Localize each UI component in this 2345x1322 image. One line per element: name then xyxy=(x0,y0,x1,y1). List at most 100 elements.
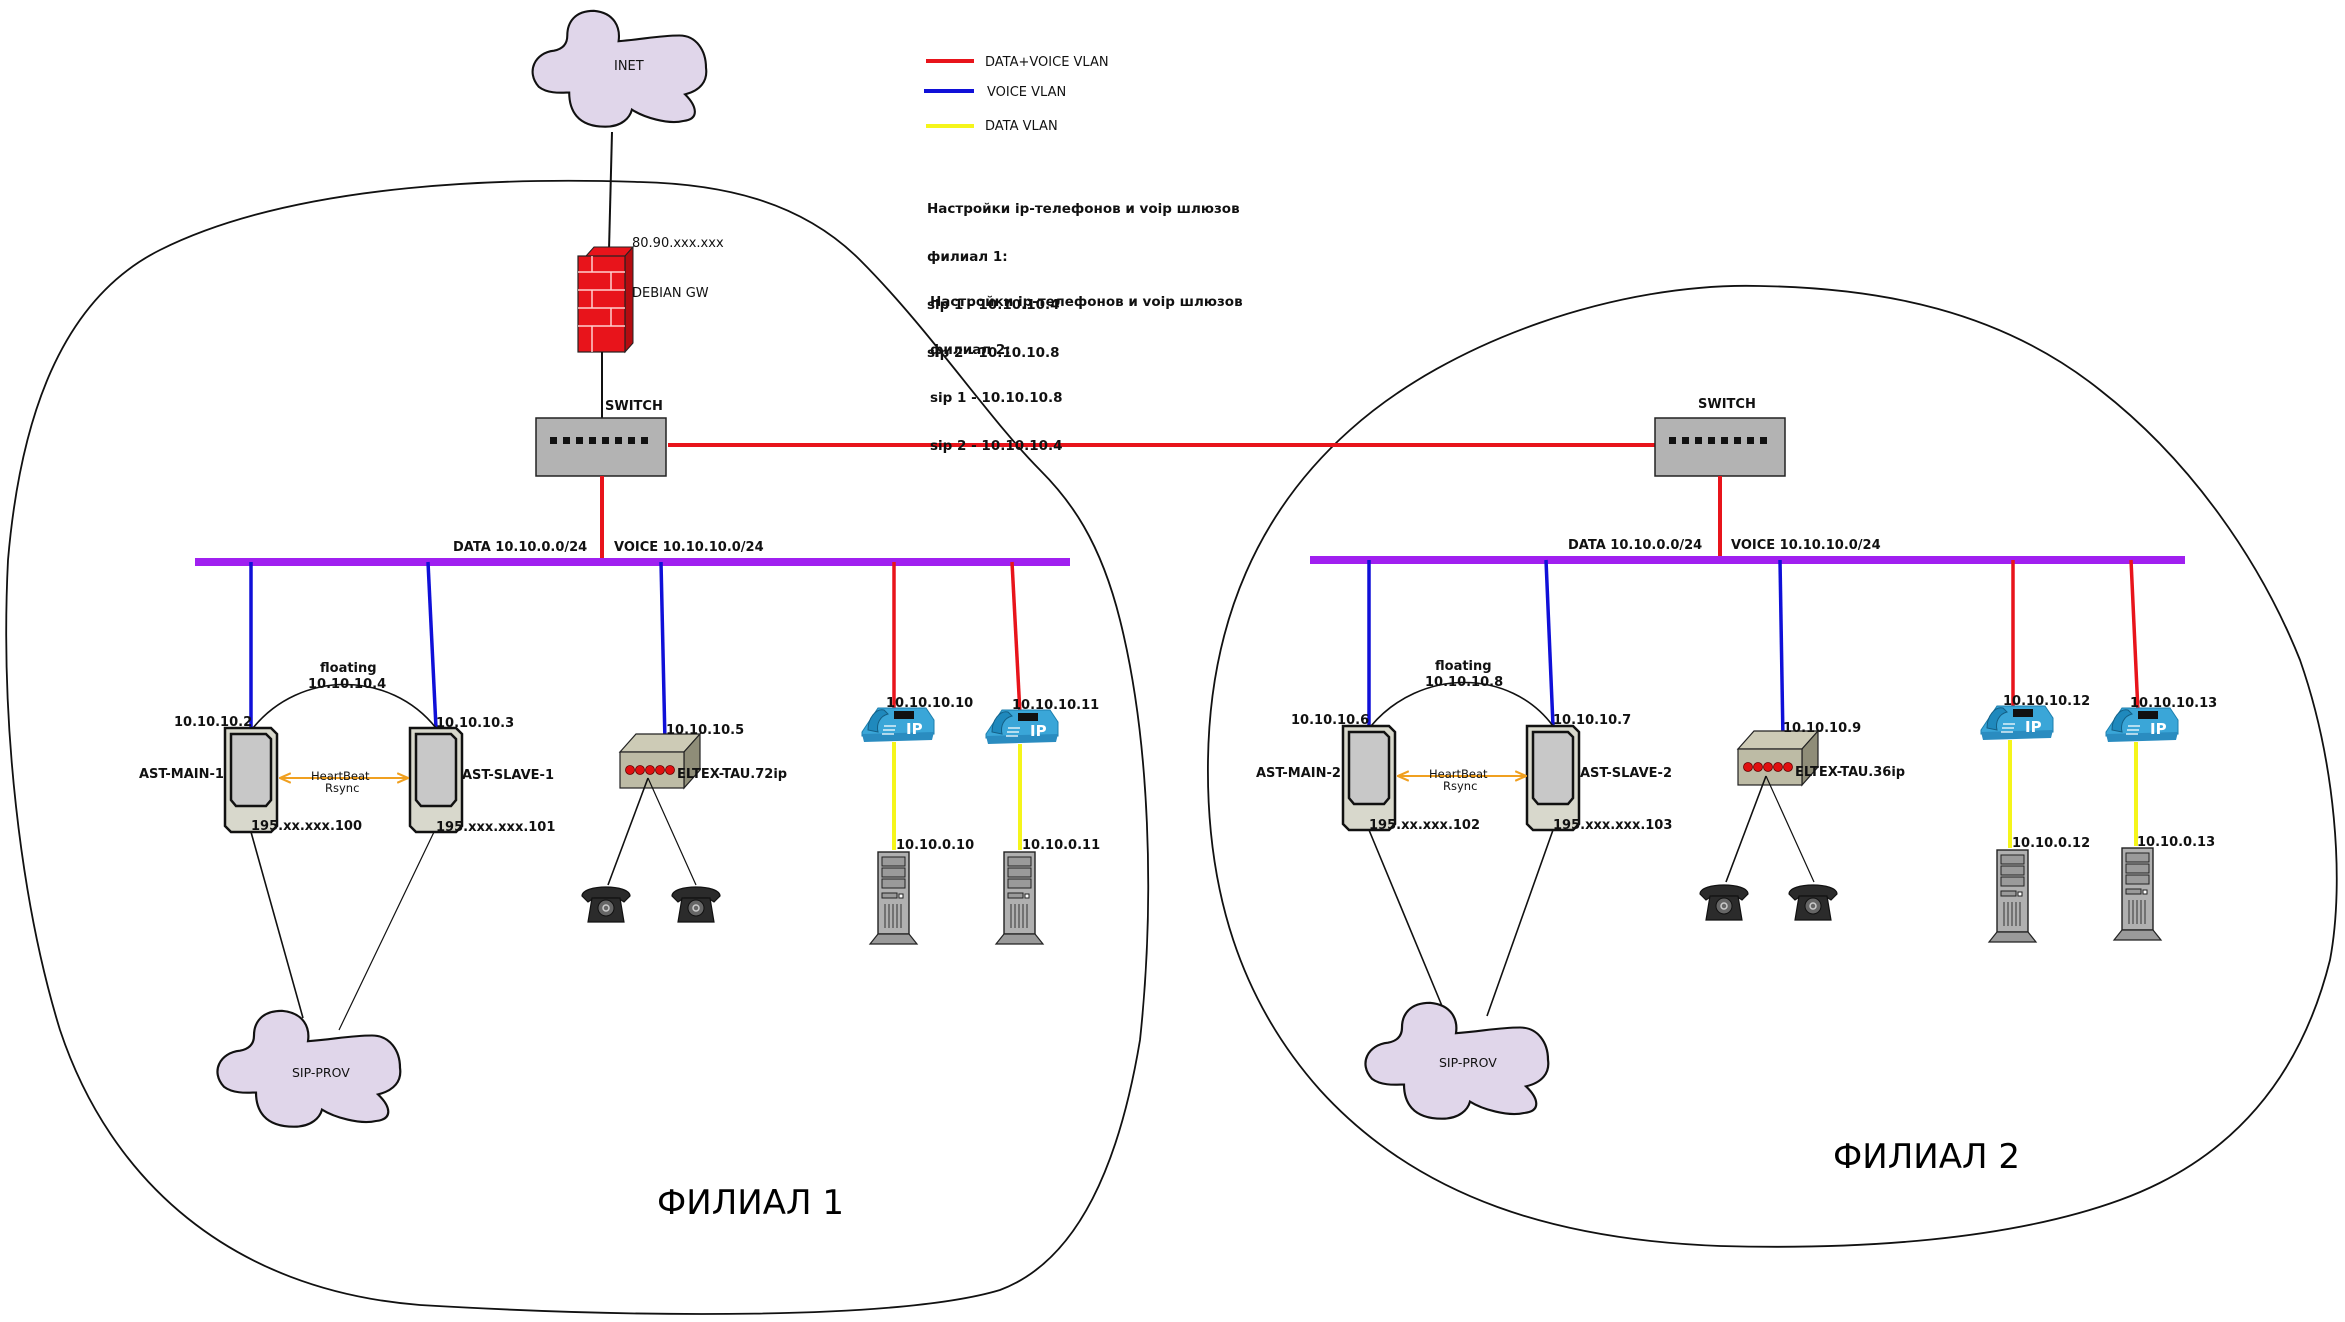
branch-2-switch-label: SWITCH xyxy=(1698,397,1756,412)
branch-2-phone2-drop xyxy=(2129,559,2140,713)
branch-1-main-sip-link xyxy=(250,831,304,1019)
branch-2-slave-drop xyxy=(1544,559,1555,727)
branch-1-slave-ext-ip: 195.xxx.xxx.101 xyxy=(436,820,555,835)
branch-1-gateway-ip: 10.10.10.5 xyxy=(666,723,744,738)
branch-2-analog-phone-1-icon xyxy=(1699,884,1749,921)
branch-1-slave-sip-link xyxy=(338,831,435,1031)
gateway-ip: 80.90.xxx.xxx xyxy=(632,236,724,251)
branch-1-voice-subnet: VOICE 10.10.10.0/24 xyxy=(614,540,764,555)
branch-1-pc-2-ip: 10.10.0.11 xyxy=(1022,838,1100,853)
settings-note-2-branch: филиал 2: xyxy=(930,342,1011,358)
branch-2-gateway-ip: 10.10.10.9 xyxy=(1783,721,1861,736)
branch-2-slave-name: AST-SLAVE-2 xyxy=(1580,766,1672,781)
settings-note-1-branch: филиал 1: xyxy=(927,249,1008,265)
inet-uplink xyxy=(608,131,613,251)
branch-2-analog-link-1 xyxy=(1725,775,1767,883)
branch-1-heartbeat-label: HeartBeat xyxy=(311,769,370,783)
branch-2-switch-icon xyxy=(1654,417,1786,477)
branch-1-floating-arc xyxy=(252,683,437,729)
branch-1-pc-1-icon xyxy=(869,851,918,945)
branch-1-main-server-icon xyxy=(223,726,279,834)
branch-2-slave-sip-link xyxy=(1486,829,1554,1017)
settings-note-2-sip1: sip 1 - 10.10.10.8 xyxy=(930,390,1063,406)
legend-label-voice: VOICE VLAN xyxy=(987,85,1066,100)
branch-2-sip-provider-label: SIP-PROV xyxy=(1439,1055,1497,1070)
branch-1-slave-ip: 10.10.10.3 xyxy=(436,716,514,731)
branch-1-ip-phone-1-ip: 10.10.10.10 xyxy=(886,696,973,711)
settings-note-1-sip1: sip 1 - 10.10.10.4 xyxy=(927,297,1060,313)
settings-note-1-title: Настройки ip-телефонов и voip шлюзов xyxy=(927,201,1240,217)
branch-2-main-ip: 10.10.10.6 xyxy=(1291,713,1369,728)
branch-2-floating-label: floating xyxy=(1435,659,1492,674)
branch-1-main-ext-ip: 195.xx.xxx.100 xyxy=(251,819,362,834)
branch-2-ip-phone-2-icon xyxy=(2105,707,2179,743)
branch-2-sip-provider-cloud: SIP-PROV xyxy=(1364,1001,1550,1120)
branch-2-gw-drop xyxy=(1778,559,1785,741)
branch-1-analog-phone-1-icon xyxy=(581,886,631,923)
branch-1-gw-drop xyxy=(659,561,667,743)
branch-2-title: ФИЛИАЛ 2 xyxy=(1833,1137,2020,1177)
branch-1-rsync-label: Rsync xyxy=(325,781,359,795)
branch-1-data-subnet: DATA 10.10.0.0/24 xyxy=(453,540,587,555)
branch-2-heartbeat-label: HeartBeat xyxy=(1429,767,1488,781)
branch-2-main-ext-ip: 195.xx.xxx.102 xyxy=(1369,818,1480,833)
branch-2: SWITCH DATA 10.10.0.0/24 VOICE 10.10.10.… xyxy=(1256,397,2217,1177)
branch-1-analog-link-2 xyxy=(647,777,697,886)
branch-2-ip-phone-1-ip: 10.10.10.12 xyxy=(2003,694,2090,709)
branch-2-analog-link-2 xyxy=(1765,775,1815,883)
branch-1-ip-phone-2-ip: 10.10.10.11 xyxy=(1012,698,1099,713)
branch-1-slave-drop xyxy=(426,561,438,729)
branch-1-switch-label: SWITCH xyxy=(605,399,663,414)
branch-1-analog-link-1 xyxy=(607,777,649,886)
branch-2-boundary xyxy=(1207,284,2338,1248)
branch-1-floating-ip: 10.10.10.4 xyxy=(308,677,386,692)
gateway-label: DEBIAN GW xyxy=(632,286,709,301)
branch-2-analog-phone-2-icon xyxy=(1788,884,1838,921)
branch-1-pc-2-icon xyxy=(995,851,1044,945)
branch-2-floating-ip: 10.10.10.8 xyxy=(1425,675,1503,690)
branch-1-analog-phone-2-icon xyxy=(671,886,721,923)
branch-1-title: ФИЛИАЛ 1 xyxy=(657,1183,844,1223)
settings-note-1-sip2: sip 2 - 10.10.10.8 xyxy=(927,345,1060,361)
settings-note-2-sip2: sip 2 - 10.10.10.4 xyxy=(930,438,1063,454)
settings-note-branch-2: Настройки ip-телефонов и voip шлюзов фил… xyxy=(930,262,1243,470)
settings-note-2-title: Настройки ip-телефонов и voip шлюзов xyxy=(930,294,1243,310)
firewall-icon xyxy=(577,245,635,354)
branch-2-floating-arc xyxy=(1370,681,1554,727)
branch-1-main-ip: 10.10.10.2 xyxy=(174,715,252,730)
branch-1-floating-label: floating xyxy=(320,661,377,676)
settings-note-branch-1: Настройки ip-телефонов и voip шлюзов фил… xyxy=(927,169,1240,377)
branch-2-rsync-label: Rsync xyxy=(1443,779,1477,793)
branch-1-main-name: AST-MAIN-1 xyxy=(139,767,224,782)
branch-2-pc-2-icon xyxy=(2113,847,2162,941)
branch-2-pc-2-ip: 10.10.0.13 xyxy=(2137,835,2215,850)
branch-1-boundary xyxy=(5,179,1150,1315)
branch-2-pc-1-ip: 10.10.0.12 xyxy=(2012,836,2090,851)
legend: DATA+VOICE VLAN VOICE VLAN DATA VLAN xyxy=(924,55,1109,134)
branch-2-slave-ext-ip: 195.xxx.xxx.103 xyxy=(1553,818,1672,833)
branch-1-phone2-drop xyxy=(1010,561,1022,715)
branch-2-gateway-name: ELTEX-TAU.36ip xyxy=(1795,765,1905,780)
branch-1-slave-name: AST-SLAVE-1 xyxy=(462,768,554,783)
branch-2-voice-subnet: VOICE 10.10.10.0/24 xyxy=(1731,538,1881,553)
branch-2-data-subnet: DATA 10.10.0.0/24 xyxy=(1568,538,1702,553)
branch-1-sip-provider-cloud: SIP-PROV xyxy=(216,1009,402,1128)
branch-1-pc-1-ip: 10.10.0.10 xyxy=(896,838,974,853)
branch-1-ip-phone-1-icon xyxy=(861,707,935,743)
inet-label: INET xyxy=(614,59,644,74)
branch-2-slave-ip: 10.10.10.7 xyxy=(1553,713,1631,728)
branch-2-main-server-icon xyxy=(1341,724,1397,832)
inet-cloud: INET xyxy=(531,9,708,128)
branch-2-slave-server-icon xyxy=(1525,724,1581,832)
branch-1-gateway-name: ELTEX-TAU.72ip xyxy=(677,767,787,782)
branch-2-pc-1-icon xyxy=(1988,849,2037,943)
branch-2-ip-phone-2-ip: 10.10.10.13 xyxy=(2130,696,2217,711)
branch-2-ip-phone-1-icon xyxy=(1980,705,2054,741)
legend-label-data: DATA VLAN xyxy=(985,119,1058,134)
branch-1-ip-phone-2-icon xyxy=(985,709,1059,745)
branch-1: SWITCH DATA 10.10.0.0/24 VOICE 10.10.10.… xyxy=(139,399,1100,1223)
branch-2-main-name: AST-MAIN-2 xyxy=(1256,766,1341,781)
branch-1-switch-icon xyxy=(535,417,667,477)
